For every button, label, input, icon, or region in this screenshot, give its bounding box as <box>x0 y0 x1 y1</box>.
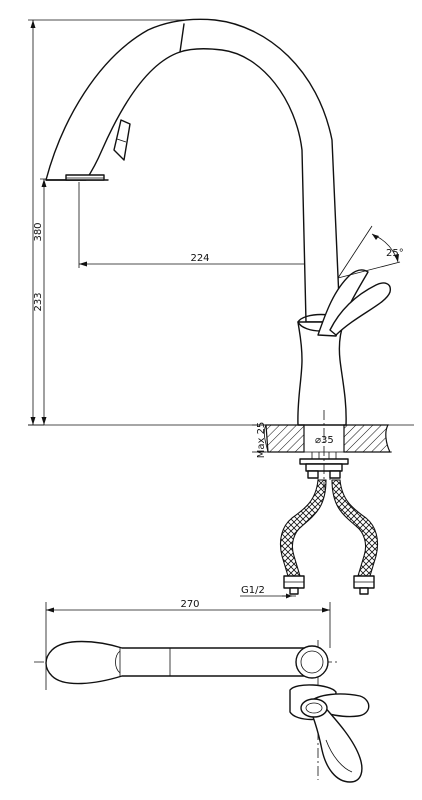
dimension-width-270: 270 <box>45 599 331 690</box>
flexible-hoses <box>279 479 379 595</box>
width-label: 270 <box>180 599 199 610</box>
hole-diameter-label: ⌀35 <box>315 435 334 446</box>
aerator <box>65 174 105 181</box>
thread-callout: G1/2 <box>240 585 296 599</box>
spout <box>45 18 341 323</box>
side-elevation: 380 233 224 <box>28 18 414 599</box>
dimension-reach-224: 224 <box>78 182 312 268</box>
dimension-angle-25: 25° <box>337 225 404 279</box>
dimension-height-233: 233 <box>33 178 68 425</box>
top-view: 270 <box>34 599 370 783</box>
angle-label: 25° <box>386 248 404 259</box>
mounting-hardware <box>299 410 349 490</box>
lever-handle <box>317 269 391 337</box>
handle-top <box>289 684 370 783</box>
height-spout-label: 233 <box>33 292 44 311</box>
thread-label: G1/2 <box>241 585 265 596</box>
countertop-section: ⌀35 Max 25 <box>28 422 414 459</box>
spout-top <box>45 640 321 685</box>
max-deck-label: Max 25 <box>256 422 267 459</box>
dimension-height-380: 380 <box>28 19 185 426</box>
reach-label: 224 <box>190 253 209 264</box>
height-total-label: 380 <box>33 222 44 241</box>
